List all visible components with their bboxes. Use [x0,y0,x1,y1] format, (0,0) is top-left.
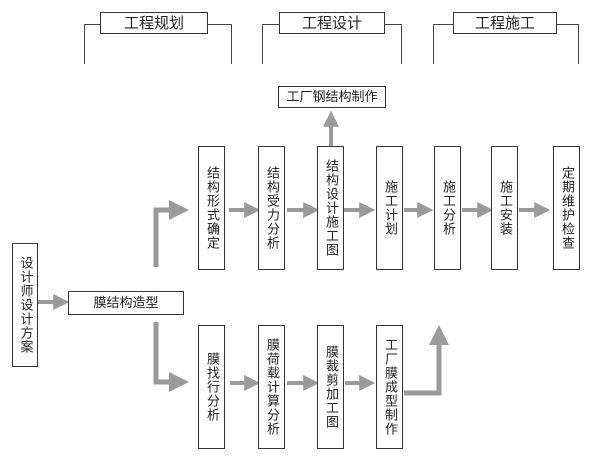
lower-step-2: 膜荷载计算分析 [258,325,285,449]
upper-step-6: 施工安装 [491,146,518,270]
lower-step-4: 工厂膜成型制作 [376,325,403,449]
upper-step-1: 结构形式确定 [198,146,225,270]
arrow-modeling-to-form-finding [153,322,189,392]
factory-steel-box: 工厂钢结构制作 [278,86,386,108]
lower-step-1: 膜找行分析 [198,325,225,449]
phase-construction: 工程施工 [453,12,557,34]
phase-design: 工程设计 [279,12,385,34]
upper-step-4: 施工计划 [376,146,403,270]
upper-step-5: 施工分析 [434,146,461,270]
phase-planning: 工程规划 [100,12,208,34]
upper-step-7: 定期维护检查 [553,146,580,270]
membrane-modeling-box: 膜结构造型 [68,291,184,315]
arrow-membrane-to-construction [404,325,449,396]
upper-step-3: 结构设计施工图 [317,146,344,270]
arrow-modeling-to-structure-form [153,200,189,267]
lower-step-3: 膜裁剪加工图 [317,325,344,449]
designer-scheme-box: 设计师设计方案 [12,243,38,367]
upper-step-2: 结构受力分析 [258,146,285,270]
